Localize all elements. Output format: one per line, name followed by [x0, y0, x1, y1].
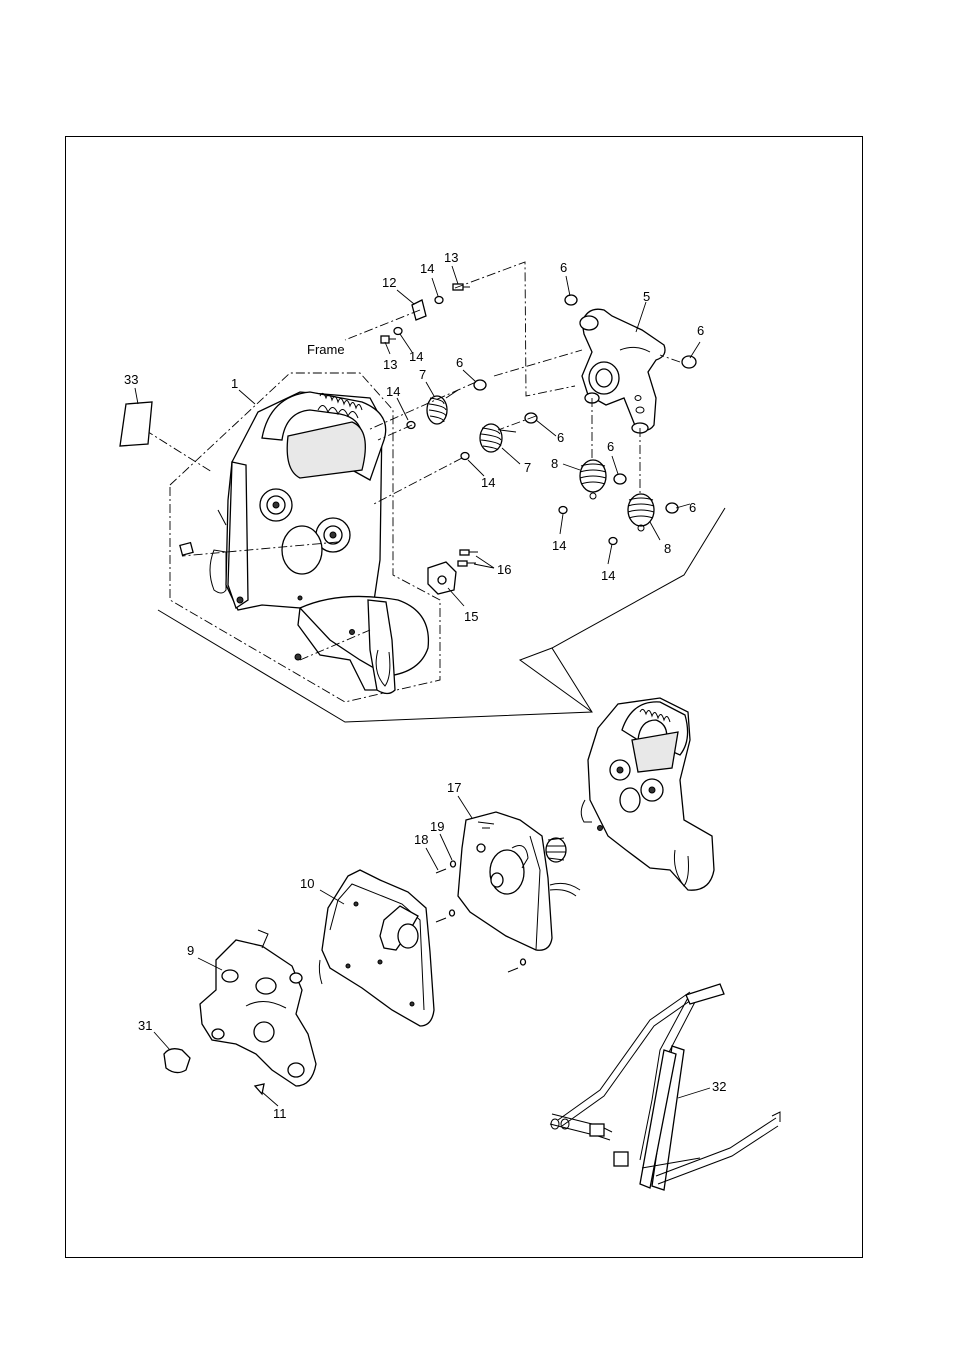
callout-19: 19 — [430, 819, 444, 834]
callout-31: 31 — [138, 1018, 152, 1033]
frame-reference-label: Frame — [307, 342, 345, 357]
spring-part-7-upper — [427, 390, 458, 424]
callout-6-a: 6 — [456, 355, 463, 370]
callout-7-b: 7 — [524, 460, 531, 475]
cover-part-9 — [200, 930, 316, 1086]
callout-6-b: 6 — [560, 260, 567, 275]
tank-part-17 — [458, 812, 580, 950]
spring-part-8-right — [628, 494, 654, 531]
callout-6-d: 6 — [557, 430, 564, 445]
harness-part-32 — [550, 984, 780, 1190]
callout-32: 32 — [712, 1079, 726, 1094]
frame-part-1 — [180, 392, 429, 694]
callout-6-c: 6 — [697, 323, 704, 338]
callout-1: 1 — [231, 376, 238, 391]
callout-18: 18 — [414, 832, 428, 847]
callout-6-e: 6 — [607, 439, 614, 454]
spring-part-8-left — [580, 460, 606, 499]
callout-12: 12 — [382, 275, 396, 290]
clip-part-31 — [164, 1049, 190, 1073]
callout-16: 16 — [497, 562, 511, 577]
spring-part-7-lower — [480, 424, 516, 452]
callout-13-a: 13 — [444, 250, 458, 265]
callout-7-a: 7 — [419, 367, 426, 382]
bracket-part-5 — [580, 309, 665, 433]
callout-14-c: 14 — [386, 384, 400, 399]
callout-17: 17 — [447, 780, 461, 795]
callout-15: 15 — [464, 609, 478, 624]
plate-part-10 — [319, 870, 434, 1026]
callout-10: 10 — [300, 876, 314, 891]
callout-14-e: 14 — [552, 538, 566, 553]
callout-14-d: 14 — [481, 475, 495, 490]
fasteners — [381, 284, 696, 594]
label-part-33 — [120, 402, 152, 446]
callout-11: 11 — [273, 1106, 287, 1121]
callout-14-f: 14 — [601, 568, 615, 583]
callout-6-f: 6 — [689, 500, 696, 515]
callout-9: 9 — [187, 943, 194, 958]
assembled-frame-view — [581, 698, 714, 890]
callout-8-b: 8 — [664, 541, 671, 556]
callout-14-a: 14 — [420, 261, 434, 276]
callout-33: 33 — [124, 372, 138, 387]
callout-13-b: 13 — [383, 357, 397, 372]
callout-14-b: 14 — [409, 349, 423, 364]
callout-5: 5 — [643, 289, 650, 304]
callout-8-a: 8 — [551, 456, 558, 471]
